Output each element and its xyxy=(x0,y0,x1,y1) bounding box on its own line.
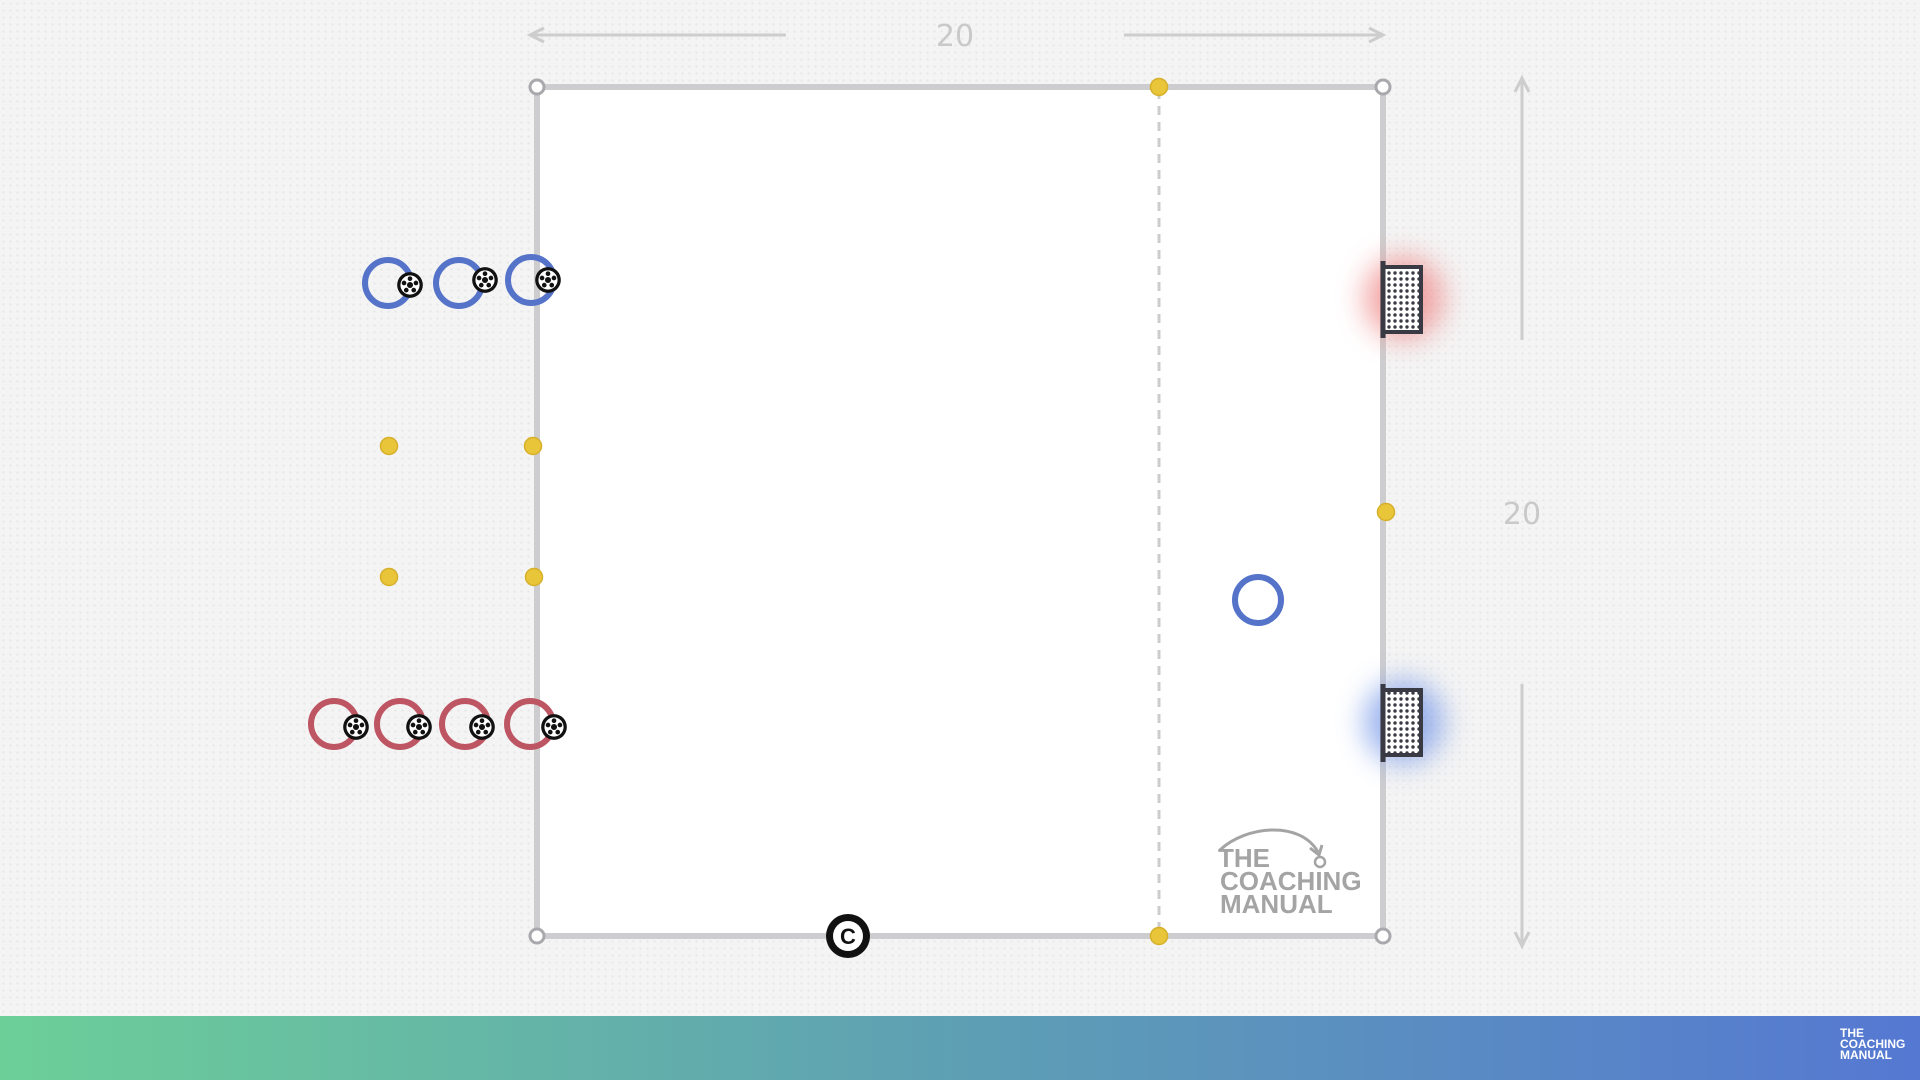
ball-icon xyxy=(406,714,432,740)
cone xyxy=(523,436,543,456)
ball-icon xyxy=(535,267,561,293)
cone xyxy=(1376,502,1396,522)
height-dimension-arrow xyxy=(1513,74,1531,950)
footer-logo: THE COACHING MANUAL xyxy=(1840,1026,1910,1062)
footer-gradient-bar: THE COACHING MANUAL xyxy=(0,1016,1920,1080)
blue-player-with-ball xyxy=(433,257,498,309)
corner-marker xyxy=(1374,927,1392,945)
blue-goal-net-icon xyxy=(1380,684,1423,762)
cone xyxy=(1149,926,1169,946)
width-dimension-arrow xyxy=(526,26,1387,44)
coaching-manual-watermark: THE COACHING MANUAL xyxy=(1218,828,1362,919)
red-player-with-ball xyxy=(504,698,567,750)
footer-logo-line-2: COACHING xyxy=(1840,1037,1906,1051)
ball-icon xyxy=(397,272,423,298)
red-player-with-ball xyxy=(308,698,369,750)
coach-symbol: C xyxy=(840,924,856,949)
height-dimension-label: 20 xyxy=(1503,497,1541,532)
footer-logo-line-3: MANUAL xyxy=(1840,1048,1892,1062)
blue-attacker-queue xyxy=(362,254,561,309)
corner-marker xyxy=(528,78,546,96)
watermark-line-1: THE xyxy=(1218,843,1270,873)
blue-player-with-ball xyxy=(362,257,423,309)
coach-marker: C xyxy=(826,914,870,958)
cone xyxy=(379,436,399,456)
width-dimension-label: 20 xyxy=(936,19,974,54)
watermark-line-2: COACHING xyxy=(1220,866,1362,896)
corner-marker xyxy=(528,927,546,945)
drill-diagram: 20 20 xyxy=(308,19,1541,958)
cone xyxy=(1149,77,1169,97)
red-attacker-queue xyxy=(308,698,567,750)
cones xyxy=(379,77,1396,946)
ball-icon xyxy=(541,714,567,740)
ball-icon xyxy=(472,267,498,293)
swoosh-arrow-icon xyxy=(1218,828,1320,853)
cone xyxy=(379,567,399,587)
red-player-with-ball xyxy=(439,698,495,750)
cone xyxy=(524,567,544,587)
corner-marker xyxy=(1374,78,1392,96)
pitch-area xyxy=(537,87,1383,936)
ball-icon xyxy=(469,714,495,740)
blue-defender xyxy=(1232,574,1284,626)
red-player-with-ball xyxy=(374,698,432,750)
watermark-line-3: MANUAL xyxy=(1220,889,1333,919)
ball-icon xyxy=(343,714,369,740)
blue-player-with-ball xyxy=(505,254,561,306)
footer-logo-line-1: THE xyxy=(1840,1026,1864,1040)
red-goal-net-icon xyxy=(1380,261,1423,338)
corner-markers xyxy=(528,78,1392,945)
